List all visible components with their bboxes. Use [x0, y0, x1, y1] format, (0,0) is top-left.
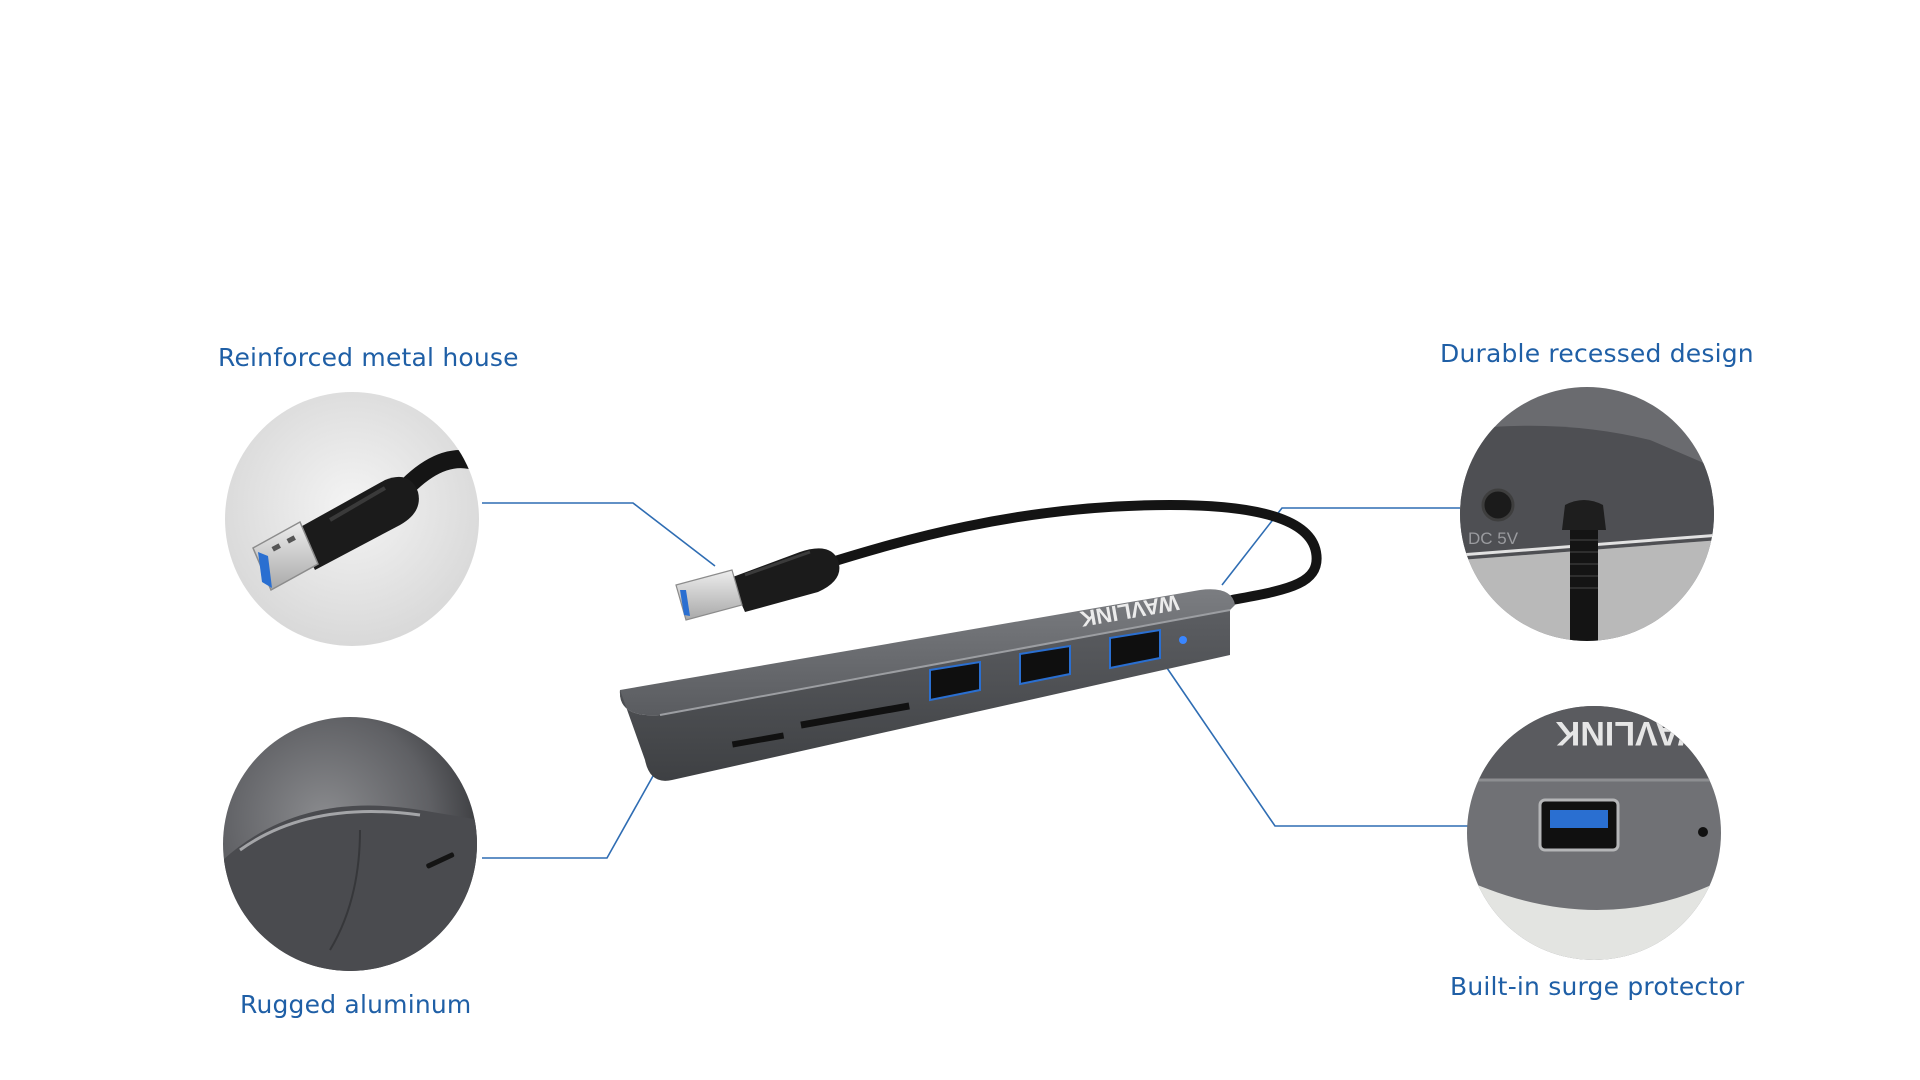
usb-cable-plug [675, 548, 840, 621]
hub-usb-ports [929, 628, 1161, 702]
caption-built-in-surge-protector: Built-in surge protector [1450, 972, 1745, 1001]
wavlink-logo: WAVLINK [1555, 714, 1710, 752]
usb-port-icon [1019, 644, 1071, 686]
usb-hub-product: WAVLINK [619, 499, 1322, 781]
caption-durable-recessed-design: Durable recessed design [1440, 339, 1754, 368]
caption-rugged-aluminum: Rugged aluminum [240, 990, 472, 1019]
usb-plug-icon [252, 520, 319, 592]
callout-line-recessed [1221, 507, 1460, 586]
dc-5v-label: DC 5V [1468, 529, 1519, 548]
hub-top-face [619, 589, 1235, 716]
micro-sd-slot [731, 732, 785, 748]
callout-line-surge [1166, 667, 1468, 827]
callout-line-usb-plug [482, 502, 716, 567]
usb-port-icon [1109, 628, 1161, 670]
usb-port-icon [929, 660, 981, 702]
caption-reinforced-metal-house: Reinforced metal house [218, 343, 519, 372]
usb-port-icon [1538, 798, 1620, 852]
sd-card-slot [800, 702, 910, 729]
led-indicator-icon [1179, 636, 1187, 644]
detail-circle-usb-plug [225, 392, 479, 646]
usb-cable [795, 499, 1322, 605]
detail-circle-dc-port: DC 5V [1460, 387, 1714, 641]
detail-circle-aluminum-corner [223, 717, 477, 971]
detail-circle-usb-port: WAVLINK [1467, 706, 1721, 960]
